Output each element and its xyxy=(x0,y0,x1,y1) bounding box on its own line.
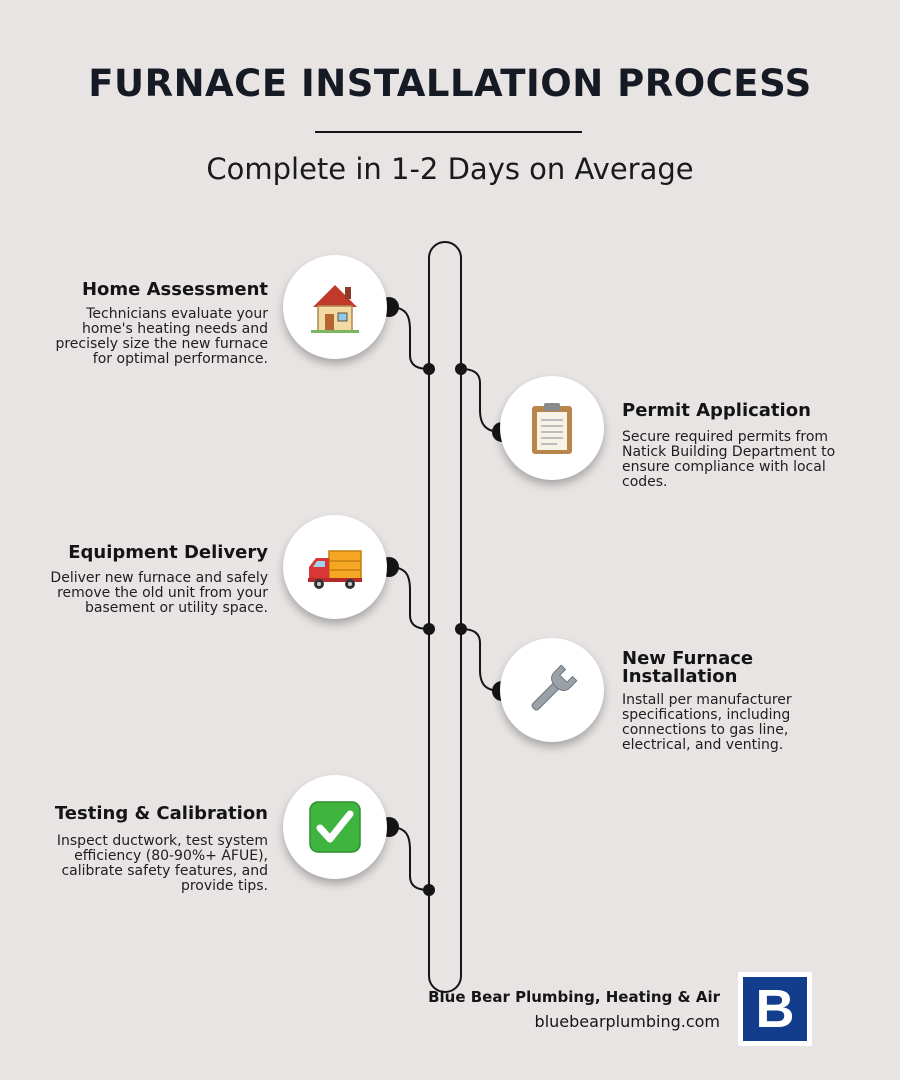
timeline-track xyxy=(428,241,462,993)
track-node-step-2 xyxy=(455,363,467,375)
connector-step-4 xyxy=(460,628,503,692)
step-description: Install per manufacturer specifications,… xyxy=(622,692,792,753)
wrench-icon xyxy=(531,664,578,711)
step-title: Testing & Calibration xyxy=(54,803,268,824)
delivery-truck-icon xyxy=(308,550,362,589)
track-node-step-4 xyxy=(455,623,467,635)
connector-step-2 xyxy=(460,368,503,433)
step-title: Permit Application xyxy=(622,400,811,421)
company-url[interactable]: bluebearplumbing.com xyxy=(534,1012,720,1031)
check-mark-icon xyxy=(309,801,361,853)
step-icon-circle xyxy=(283,515,387,619)
step-icon-circle xyxy=(283,775,387,879)
company-name: Blue Bear Plumbing, Heating & Air xyxy=(428,988,720,1006)
house-icon xyxy=(311,285,359,333)
clipboard-icon xyxy=(532,403,572,454)
step-description: Technicians evaluate your home's heating… xyxy=(55,306,268,367)
step-title: Home Assessment xyxy=(81,279,268,300)
connector-step-5 xyxy=(388,826,430,891)
step-icon-circle xyxy=(500,638,604,742)
page-title: FURNACE INSTALLATION PROCESS xyxy=(88,62,812,105)
track-node-step-1 xyxy=(423,363,435,375)
step-title: New Furnace Installation xyxy=(622,648,754,687)
track-node-step-3 xyxy=(423,623,435,635)
step-description: Inspect ductwork, test system efficiency… xyxy=(56,833,268,894)
page-subtitle: Complete in 1-2 Days on Average xyxy=(206,152,694,186)
step-icon-circle xyxy=(500,376,604,480)
title-divider xyxy=(315,131,582,133)
track-node-step-5 xyxy=(423,884,435,896)
step-icon-circle xyxy=(283,255,387,359)
company-logo: B xyxy=(738,972,812,1046)
step-description: Secure required permits from Natick Buil… xyxy=(622,429,836,490)
connector-step-3 xyxy=(388,566,430,630)
step-description: Deliver new furnace and safely remove th… xyxy=(50,570,268,616)
logo-letter: B xyxy=(743,977,807,1041)
connector-step-1 xyxy=(388,306,430,370)
step-title: Equipment Delivery xyxy=(68,542,268,563)
